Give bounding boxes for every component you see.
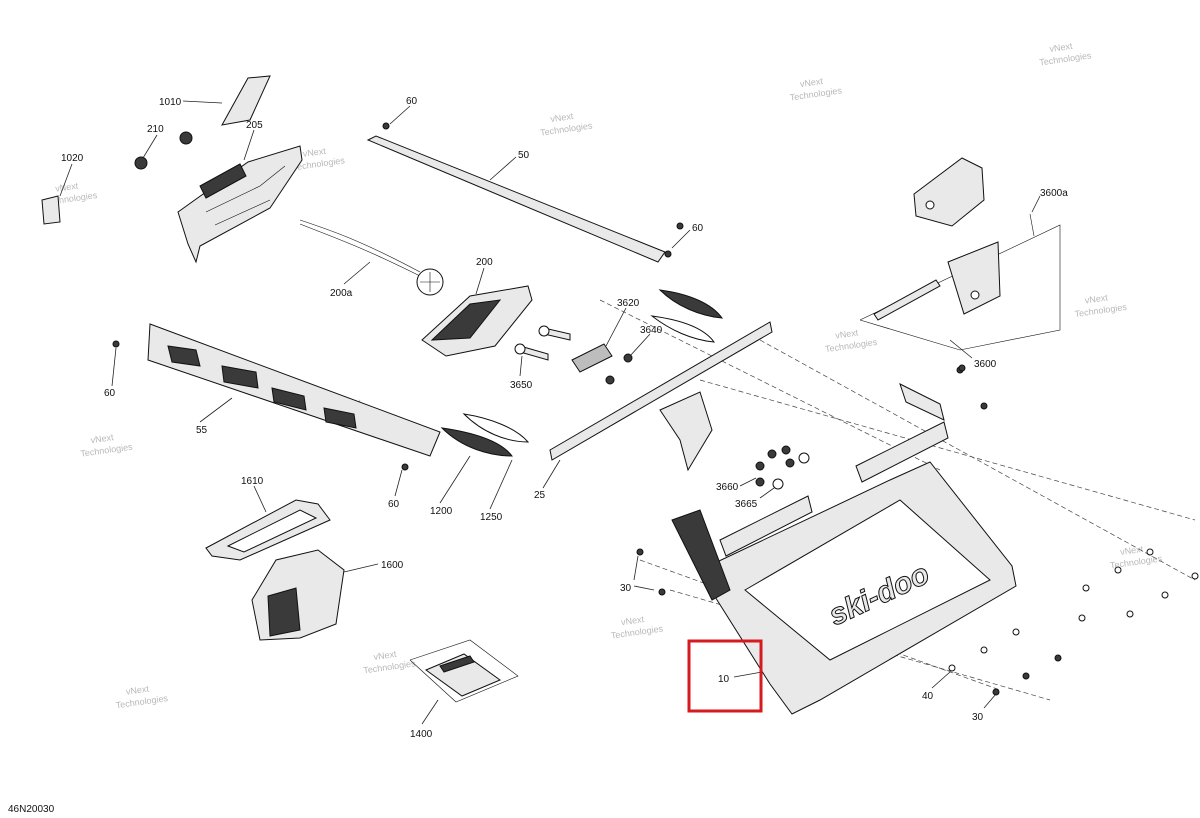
svg-text:vNext: vNext: [620, 614, 645, 627]
part-1200-reflector: [440, 427, 514, 457]
svg-text:Technologies: Technologies: [363, 658, 417, 675]
part-10-flap: [671, 383, 1017, 715]
svg-text:vNext: vNext: [1120, 544, 1145, 557]
svg-text:Technologies: Technologies: [80, 442, 134, 459]
callout-30: 30: [620, 583, 632, 594]
svg-text:vNext: vNext: [550, 111, 575, 124]
callout-1610: 1610: [241, 476, 264, 487]
callout-30: 30: [972, 712, 984, 723]
watermark: vNext Technologies: [1109, 544, 1163, 571]
watermark: vNext Technologies: [115, 684, 169, 711]
callout-labels: 1010 210 205 1020 60 50 60 200a 200 3620…: [61, 96, 1068, 740]
callout-210: 210: [147, 124, 164, 135]
svg-text:vNext: vNext: [90, 432, 115, 445]
svg-text:Technologies: Technologies: [789, 85, 843, 102]
part-1010-lens: [221, 75, 271, 126]
svg-text:Technologies: Technologies: [115, 693, 169, 710]
watermark: vNext Technologies: [540, 111, 594, 138]
part-3600-hinge: [873, 157, 1035, 321]
svg-text:vNext: vNext: [55, 181, 80, 194]
callout-10: 10: [718, 674, 730, 685]
diagram-code: 46N20030: [8, 804, 55, 815]
callout-1010: 1010: [159, 97, 182, 108]
svg-text:Technologies: Technologies: [824, 337, 878, 354]
callout-25: 25: [534, 490, 546, 501]
callout-1400: 1400: [410, 729, 433, 740]
watermark: vNext Technologies: [789, 76, 843, 103]
part-3665-washers: [772, 452, 810, 490]
part-200a-harness: [299, 219, 444, 296]
part-rear-reflector-upper: [650, 289, 724, 343]
highlight-box: [687, 639, 763, 713]
watermark: vNext Technologies: [824, 327, 878, 354]
part-3660-nuts: [755, 445, 795, 487]
watermark: vNext Technologies: [1074, 292, 1128, 319]
watermark: vNext Technologies: [610, 614, 664, 641]
svg-text:vNext: vNext: [799, 76, 824, 89]
svg-text:vNext: vNext: [125, 684, 150, 697]
svg-text:Technologies: Technologies: [1074, 302, 1128, 319]
callout-60: 60: [692, 223, 704, 234]
callout-1600: 1600: [381, 560, 404, 571]
callout-60: 60: [104, 388, 116, 399]
part-55-trim: [112, 323, 441, 471]
part-3620-bracket: [571, 343, 613, 373]
callout-3600: 3600: [974, 359, 997, 370]
callout-3660: 3660: [716, 482, 739, 493]
part-3640-screws: [605, 353, 633, 385]
svg-text:vNext: vNext: [835, 327, 860, 340]
callout-60: 60: [388, 499, 400, 510]
callout-3620: 3620: [617, 298, 640, 309]
svg-text:Technologies: Technologies: [540, 120, 594, 137]
callout-1200: 1200: [430, 506, 453, 517]
callout-3665: 3665: [735, 499, 758, 510]
watermark: vNext Technologies: [1039, 41, 1093, 68]
callout-205: 205: [246, 120, 263, 131]
callout-3640: 3640: [640, 325, 663, 336]
svg-text:vNext: vNext: [1049, 41, 1074, 54]
callout-1250: 1250: [480, 512, 503, 523]
watermark: vNext Technologies: [80, 432, 134, 459]
callout-60: 60: [406, 96, 418, 107]
svg-text:vNext: vNext: [302, 146, 327, 159]
part-1400-toolkit: [409, 639, 519, 703]
part-1250-lens: [462, 413, 530, 443]
part-center-bracket: [659, 391, 713, 472]
callout-3650: 3650: [510, 380, 533, 391]
callout-3600a: 3600a: [1040, 188, 1068, 199]
svg-text:Technologies: Technologies: [1039, 50, 1093, 67]
callout-55: 55: [196, 425, 208, 436]
part-50-rail: [366, 122, 672, 263]
part-3650-bolts: [514, 325, 571, 361]
callout-200a: 200a: [330, 288, 353, 299]
part-1610-bracket: [205, 499, 331, 561]
leader-lines: [59, 100, 1041, 725]
part-30-40-fasteners: [636, 222, 1199, 696]
svg-text:vNext: vNext: [1084, 292, 1109, 305]
callout-1020: 1020: [61, 153, 84, 164]
part-210-grommets: [134, 131, 193, 170]
part-1020-reflector: [41, 195, 61, 225]
part-1600-box: [251, 549, 345, 641]
part-205-housing: [177, 145, 303, 264]
callout-40: 40: [922, 691, 934, 702]
watermark: vNext Technologies: [363, 649, 417, 676]
part-25-strip: [549, 321, 773, 461]
svg-text:vNext: vNext: [373, 649, 398, 662]
part-200-light: [421, 285, 533, 357]
callout-50: 50: [518, 150, 530, 161]
callout-200: 200: [476, 257, 493, 268]
svg-text:Technologies: Technologies: [610, 623, 664, 640]
